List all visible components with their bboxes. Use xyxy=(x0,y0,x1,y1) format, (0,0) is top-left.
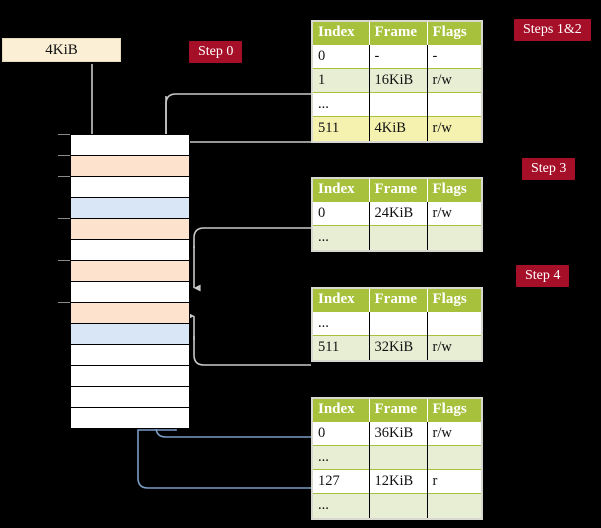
badge-step-0: Step 0 xyxy=(189,41,243,63)
cell-index-1: 1 xyxy=(313,68,370,93)
memory-cell-1 xyxy=(71,155,189,176)
memory-cell-7 xyxy=(71,281,189,302)
memory-tick xyxy=(58,176,71,177)
memory-tick xyxy=(58,302,71,303)
column-header-frame: Frame xyxy=(369,22,428,45)
cell-index-1: ... xyxy=(313,225,370,250)
cell-flags-2 xyxy=(427,92,481,117)
memory-cell-5 xyxy=(71,239,189,260)
memory-cell-0 xyxy=(71,134,189,155)
cell-flags-1: r/w xyxy=(427,68,481,93)
table-row: ... xyxy=(313,311,481,336)
table-row: ... xyxy=(313,445,481,470)
memory-cell-13 xyxy=(71,407,189,428)
cell-index-3: 511 xyxy=(313,116,370,141)
memory-cell-6 xyxy=(71,260,189,281)
cell-flags-3 xyxy=(427,493,481,518)
cell-frame-1: 32KiB xyxy=(369,335,428,360)
cell-index-3: ... xyxy=(313,493,370,518)
cell-index-0: ... xyxy=(313,311,370,336)
badge-step-3: Step 3 xyxy=(522,158,576,180)
cell-flags-2: r xyxy=(427,469,481,494)
cell-frame-1 xyxy=(369,225,428,250)
cell-frame-0: 36KiB xyxy=(369,421,428,446)
cell-index-1: 511 xyxy=(313,335,370,360)
column-header-frame: Frame xyxy=(369,399,428,422)
memory-cell-9 xyxy=(71,323,189,344)
cell-flags-0: - xyxy=(427,44,481,69)
badge-steps-1-2: Steps 1&2 xyxy=(514,19,591,41)
column-header-flags: Flags xyxy=(427,179,481,202)
column-header-index: Index xyxy=(313,22,370,45)
cell-frame-3: 4KiB xyxy=(369,116,428,141)
column-header-frame: Frame xyxy=(369,179,428,202)
cell-flags-0 xyxy=(427,311,481,336)
column-header-index: Index xyxy=(313,289,370,312)
memory-cell-12 xyxy=(71,386,189,407)
table-row: ... xyxy=(313,92,481,117)
memory-cell-2 xyxy=(71,176,189,197)
cell-frame-0: - xyxy=(369,44,428,69)
column-header-flags: Flags xyxy=(427,289,481,312)
table-row: ... xyxy=(313,493,481,518)
cell-flags-0: r/w xyxy=(427,201,481,226)
column-header-frame: Frame xyxy=(369,289,428,312)
column-header-index: Index xyxy=(313,179,370,202)
cell-flags-1 xyxy=(427,225,481,250)
cell-frame-3 xyxy=(369,493,428,518)
memory-cell-10 xyxy=(71,344,189,365)
memory-tick xyxy=(58,155,71,156)
memory-tick xyxy=(58,134,71,135)
cell-frame-1: 16KiB xyxy=(369,68,428,93)
cell-frame-2: 12KiB xyxy=(369,469,428,494)
column-header-flags: Flags xyxy=(427,399,481,422)
column-header-index: Index xyxy=(313,399,370,422)
cell-flags-3: r/w xyxy=(427,116,481,141)
cell-flags-1: r/w xyxy=(427,335,481,360)
cell-frame-0: 24KiB xyxy=(369,201,428,226)
source-frame-label: 4KiB xyxy=(45,41,78,58)
memory-tick xyxy=(58,218,71,219)
table-row: ... xyxy=(313,225,481,250)
cell-flags-1 xyxy=(427,445,481,470)
cell-frame-0 xyxy=(369,311,428,336)
cell-frame-1 xyxy=(369,445,428,470)
memory-tick xyxy=(58,260,71,261)
memory-cell-11 xyxy=(71,365,189,386)
source-frame-box: 4KiB xyxy=(2,38,121,62)
cell-index-0: 0 xyxy=(313,421,370,446)
cell-index-0: 0 xyxy=(313,44,370,69)
cell-index-1: ... xyxy=(313,445,370,470)
cell-flags-0: r/w xyxy=(427,421,481,446)
cell-frame-2 xyxy=(369,92,428,117)
badge-step-4: Step 4 xyxy=(516,265,570,287)
memory-cell-8 xyxy=(71,302,189,323)
memory-cell-4 xyxy=(71,218,189,239)
memory-cell-3 xyxy=(71,197,189,218)
cell-index-0: 0 xyxy=(313,201,370,226)
physical-memory-column xyxy=(70,134,190,429)
cell-index-2: ... xyxy=(313,92,370,117)
column-header-flags: Flags xyxy=(427,22,481,45)
cell-index-2: 127 xyxy=(313,469,370,494)
table-row: 0-- xyxy=(313,44,481,69)
